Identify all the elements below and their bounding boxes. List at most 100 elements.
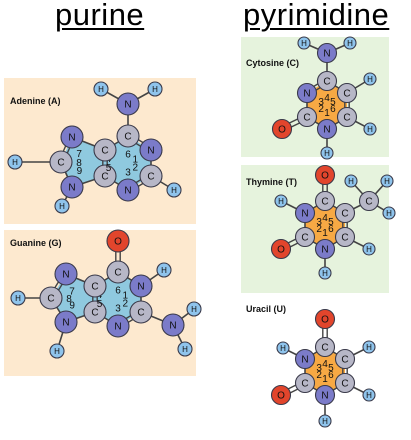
svg-text:N: N (68, 133, 75, 144)
svg-text:H: H (367, 125, 373, 134)
atom-c-2: C (294, 226, 316, 248)
atom-n-1: N (314, 238, 336, 260)
svg-text:C: C (147, 172, 154, 183)
svg-text:H: H (367, 75, 373, 84)
svg-text:O: O (114, 237, 122, 248)
guanine-structure: C6N1C2N3C4C5N7C8N9ONHHHHH (10, 229, 202, 359)
atom-c-2: C (296, 106, 318, 128)
atom-h: H (54, 198, 70, 214)
atom-h: H (343, 36, 357, 50)
svg-text:H: H (280, 344, 286, 353)
atom-h: H (380, 174, 394, 188)
atom-c-2: C (294, 372, 316, 394)
atom-n-1: N (316, 118, 338, 140)
svg-text:H: H (301, 39, 307, 48)
atom-c-6: C (334, 372, 356, 394)
position-number: 2 (123, 299, 129, 310)
atom-o: O (314, 308, 336, 330)
atom-h: H (156, 262, 172, 278)
atom-c-8: C (39, 286, 63, 310)
atom-o: O (270, 384, 292, 406)
atom-h: H (362, 340, 376, 354)
atom-c-6: C (106, 260, 130, 284)
atom-h: H (147, 81, 163, 97)
atom-n-3: N (116, 178, 140, 202)
adenine-panel: C6N1C2N3C4C5N7C8N9NHHHHH Adenine (A) (4, 78, 196, 224)
svg-text:C: C (341, 379, 348, 390)
svg-text:N: N (169, 321, 176, 332)
atom-c-8: C (49, 150, 73, 174)
atom-n: N (316, 42, 338, 64)
svg-text:C: C (321, 197, 328, 208)
atom-c-6: C (116, 124, 140, 148)
svg-text:H: H (366, 343, 372, 352)
svg-text:C: C (303, 113, 310, 124)
svg-text:N: N (137, 282, 144, 293)
atom-c-5: C (336, 82, 358, 104)
svg-text:C: C (124, 132, 131, 143)
svg-text:C: C (343, 89, 350, 100)
svg-text:H: H (366, 245, 372, 254)
atom-h: H (49, 343, 65, 359)
atom-n-3: N (294, 202, 316, 224)
atom-h: H (318, 266, 332, 280)
svg-text:H: H (386, 209, 392, 218)
position-number: 2 (316, 370, 322, 381)
svg-text:H: H (98, 85, 104, 94)
svg-text:N: N (301, 355, 308, 366)
svg-text:C: C (101, 172, 108, 183)
atom-h: H (363, 72, 377, 86)
svg-text:C: C (365, 197, 372, 208)
position-number: 1 (322, 228, 328, 239)
atom-h: H (344, 174, 358, 188)
svg-text:H: H (348, 177, 354, 186)
atom-c-4: C (316, 70, 338, 92)
svg-text:H: H (171, 186, 177, 195)
svg-text:H: H (322, 417, 328, 426)
molecule-label: Uracil (U) (246, 304, 287, 314)
svg-text:C: C (341, 209, 348, 220)
svg-text:C: C (57, 158, 64, 169)
svg-text:H: H (324, 149, 330, 158)
atom-h: H (363, 122, 377, 136)
atom-o: O (314, 164, 336, 186)
svg-text:H: H (322, 269, 328, 278)
position-number: 5 (106, 163, 112, 174)
svg-text:H: H (384, 177, 390, 186)
svg-text:N: N (68, 183, 75, 194)
svg-text:N: N (124, 186, 131, 197)
position-number: 9 (77, 166, 83, 177)
molecule-label: Thymine (T) (246, 177, 297, 187)
adenine-structure: C6N1C2N3C4C5N7C8N9NHHHHH (7, 81, 182, 214)
position-number: 8 (76, 158, 82, 169)
svg-text:N: N (323, 49, 330, 60)
svg-text:C: C (91, 282, 98, 293)
atom-c-5: C (334, 348, 356, 370)
atom-h: H (186, 301, 202, 317)
svg-text:C: C (47, 294, 54, 305)
position-number: 5 (330, 97, 336, 108)
position-number: 3 (316, 217, 322, 228)
molecule-label: Guanine (G) (10, 238, 62, 248)
atom-n-7: N (60, 125, 84, 149)
position-number: 1 (123, 290, 129, 301)
molecule-label: Adenine (A) (10, 96, 61, 106)
svg-text:O: O (321, 315, 329, 326)
svg-text:C: C (101, 146, 108, 157)
svg-text:C: C (91, 308, 98, 319)
atom-h: H (177, 341, 193, 357)
atom-h: H (276, 341, 290, 355)
svg-text:O: O (277, 245, 285, 256)
atom-n-9: N (60, 175, 84, 199)
atom-c-6: C (334, 226, 356, 248)
svg-text:H: H (54, 347, 60, 356)
atom-n: N (161, 313, 185, 337)
svg-text:C: C (341, 355, 348, 366)
atom-n-3: N (296, 82, 318, 104)
position-number: 6 (328, 224, 334, 235)
position-number: 2 (318, 104, 324, 115)
atom-c-6: C (336, 106, 358, 128)
svg-text:O: O (278, 125, 286, 136)
atom-h: H (297, 36, 311, 50)
